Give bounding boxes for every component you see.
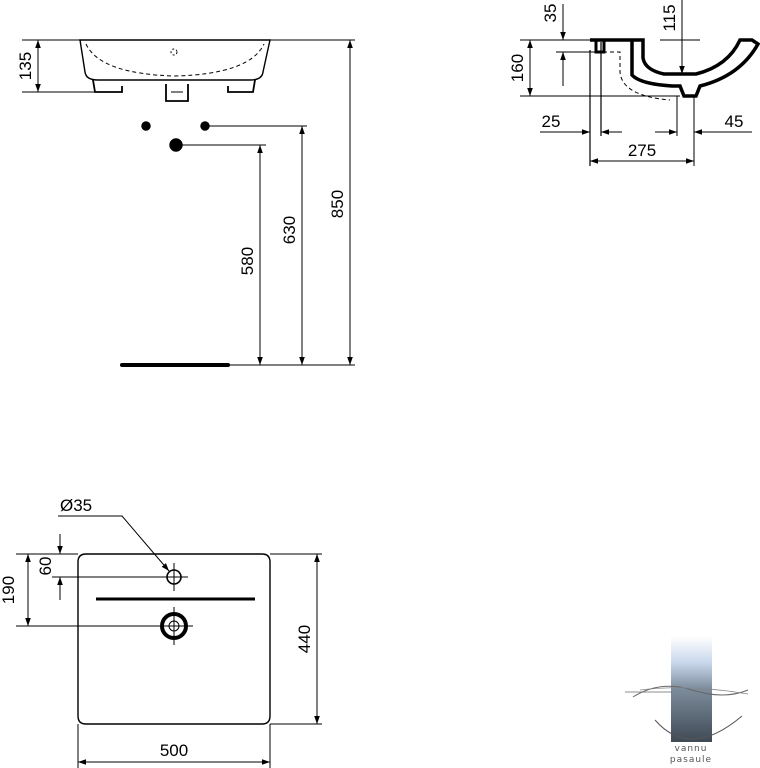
diameter-leader <box>58 515 170 572</box>
dim-label-500: 500 <box>160 741 188 760</box>
watermark-text-line2: pasaule <box>670 755 712 765</box>
dim-label-45: 45 <box>725 112 744 131</box>
watermark-logo: vannu pasaule <box>625 636 749 765</box>
front-elevation-view <box>22 39 355 367</box>
watermark-text-line1: vannu <box>675 744 708 754</box>
dim-label-190: 190 <box>0 576 18 604</box>
dim-label-diameter-35: Ø35 <box>60 496 92 515</box>
plan-view <box>16 515 322 768</box>
front-tap-hole <box>170 48 178 56</box>
front-bowl-hidden-line <box>85 43 265 77</box>
dim-label-135: 135 <box>16 52 35 80</box>
dim-label-160: 160 <box>508 54 527 82</box>
dim-label-35: 35 <box>541 4 560 23</box>
front-waste-outlet <box>165 84 189 102</box>
dim-label-60: 60 <box>36 557 55 576</box>
side-basin-section <box>590 38 760 98</box>
dim-label-115: 115 <box>660 4 679 31</box>
front-basin-outline <box>79 39 271 81</box>
front-right-foot <box>227 79 256 93</box>
dim-label-850: 850 <box>328 190 347 218</box>
side-section-view <box>520 0 760 166</box>
side-bowl-hidden-line <box>603 51 671 101</box>
front-supply-point-left <box>141 121 151 131</box>
front-left-foot <box>92 79 123 93</box>
dim-label-630: 630 <box>280 216 299 244</box>
dim-label-25: 25 <box>542 112 561 131</box>
dim-label-440: 440 <box>295 625 314 653</box>
dim-label-580: 580 <box>238 247 257 275</box>
dim-label-275: 275 <box>628 141 656 160</box>
